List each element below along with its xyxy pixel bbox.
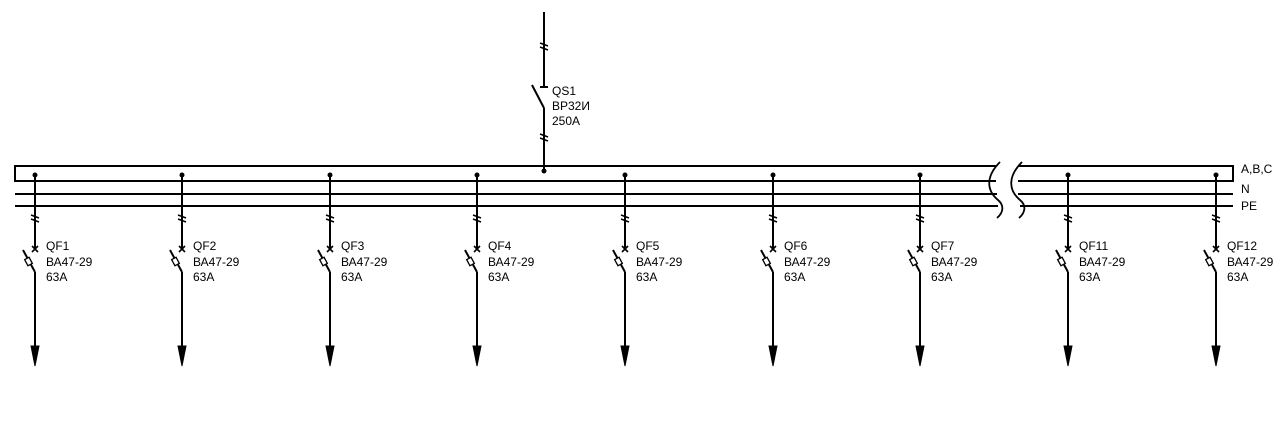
breaker-rating: 63А [636,270,658,284]
feeder-circuit [22,172,40,367]
breaker-type: ВА47-29 [931,255,978,269]
breaker-cross-mark [1212,245,1220,253]
breaker-type: ВА47-29 [488,255,535,269]
breaker-designation: QF5 [636,239,660,253]
feeder-circuit [1055,172,1073,367]
feeder-outgoing-arrow [915,345,925,367]
breaker-rating: 63А [341,270,363,284]
breaker-designation: QF6 [784,239,808,253]
feeder-circuit [169,172,187,367]
breaker-trip-element [170,256,181,267]
feeder-tick [1211,214,1221,223]
feeder-circuit [464,172,482,367]
breaker-cross-mark [621,245,629,253]
breaker-trip-element [908,256,919,267]
main-switch-blade [531,84,545,109]
feeder-tick [30,214,40,223]
breaker-trip-element [761,256,772,267]
breaker-type: ВА47-29 [341,255,388,269]
feeder-tick [177,214,187,223]
feeder-outgoing-arrow [1211,345,1221,367]
breaker-designation: QF11 [1079,239,1109,253]
bus-label-phases: A,B,C [1241,162,1273,176]
feeder-tick [620,214,630,223]
feeder-tick [768,214,778,223]
breaker-designation: QF1 [46,239,70,253]
feeder-outgoing-arrow [325,345,335,367]
feeder-circuit [760,172,778,367]
feeder-circuit [907,172,925,367]
breaker-rating: 63А [1227,270,1249,284]
feeder-outgoing-arrow [768,345,778,367]
breaker-trip-element [23,256,34,267]
incoming-line-tick [539,42,549,51]
incoming-feeder [531,12,549,174]
feeder-tick [325,214,335,223]
breaker-cross-mark [31,245,39,253]
breaker-trip-element [1056,256,1067,267]
feeder-outgoing-arrow [472,345,482,367]
breaker-designation: QF12 [1227,239,1258,253]
breaker-cross-mark [769,245,777,253]
breaker-type: ВА47-29 [784,255,831,269]
breaker-type: ВА47-29 [636,255,683,269]
phase-busbar-right [1018,165,1234,182]
feeder-circuit [612,172,630,367]
breaker-designation: QF7 [931,239,955,253]
breaker-rating: 63А [488,270,510,284]
breaker-trip-element [613,256,624,267]
main-switch-rating: 250А [552,114,581,128]
main-switch-junction-dot [541,168,547,174]
main-switch-type: ВР32И [552,99,590,113]
breaker-type: ВА47-29 [1079,255,1126,269]
breaker-type: ВА47-29 [46,255,93,269]
feeder-outgoing-arrow [177,345,187,367]
feeder-outgoing-arrow [620,345,630,367]
feeder-circuit [1203,172,1221,367]
feeder-circuit [317,172,335,367]
breaker-rating: 63А [784,270,806,284]
breaker-trip-element [465,256,476,267]
bus-label-neutral: N [1241,182,1250,196]
feeder-outgoing-arrow [30,345,40,367]
breaker-cross-mark [178,245,186,253]
breaker-rating: 63А [931,270,953,284]
breaker-rating: 63А [46,270,68,284]
breaker-cross-mark [1064,245,1072,253]
breaker-trip-element [318,256,329,267]
main-switch-designation: QS1 [552,84,577,98]
feeder-tick [1063,214,1073,223]
breaker-rating: 63А [1079,270,1101,284]
breaker-trip-element [1204,256,1215,267]
breaker-type: ВА47-29 [193,255,240,269]
breaker-cross-mark [326,245,334,253]
busbar-system [14,161,1234,219]
breaker-designation: QF2 [193,239,217,253]
bus-break-left-curve [988,161,1004,219]
breaker-type: ВА47-29 [1227,255,1274,269]
phase-busbar-left [14,165,996,182]
breaker-designation: QF4 [488,239,512,253]
bus-break-right-curve [1010,161,1026,219]
breaker-designation: QF3 [341,239,365,253]
breaker-cross-mark [916,245,924,253]
feeder-tick [472,214,482,223]
feeder-tick [915,214,925,223]
feeder-outgoing-arrow [1063,345,1073,367]
bus-label-pe: PE [1241,199,1258,213]
breaker-cross-mark [473,245,481,253]
breaker-rating: 63А [193,270,215,284]
main-switch-tick [539,133,549,142]
